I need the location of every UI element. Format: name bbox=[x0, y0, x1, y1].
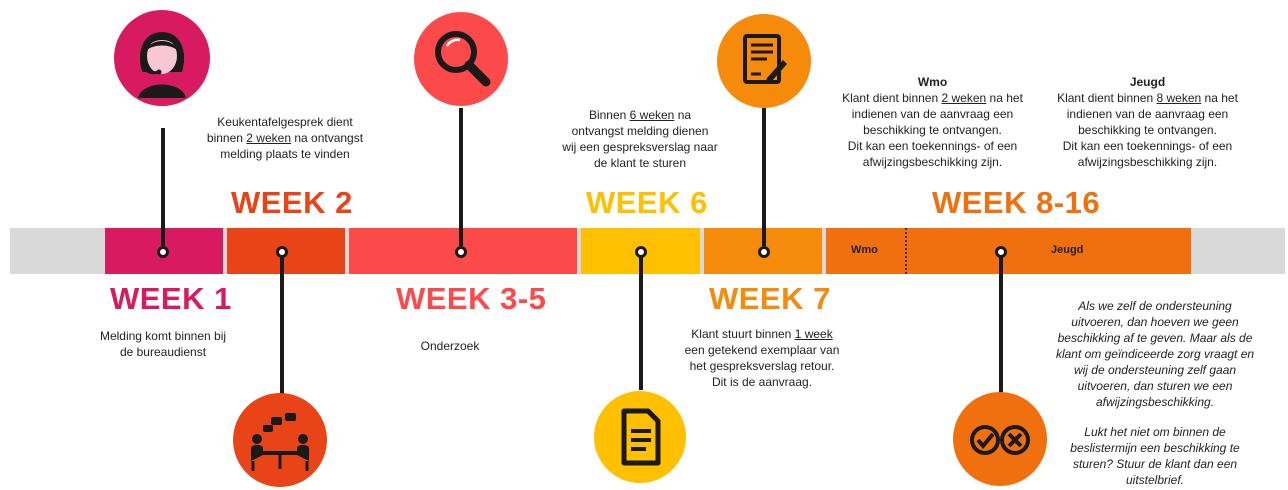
stem-week7 bbox=[762, 108, 766, 246]
heading-week6: WEEK 6 bbox=[586, 185, 708, 220]
description-jeugd: Jeugd Klant dient binnen 8 weken na het … bbox=[1057, 75, 1238, 169]
heading-week7: WEEK 7 bbox=[709, 281, 831, 316]
heading-week8-16: WEEK 8-16 bbox=[932, 185, 1101, 220]
meeting-table-icon bbox=[233, 393, 327, 487]
marker-week7 bbox=[758, 246, 770, 258]
headset-operator-icon bbox=[114, 10, 210, 106]
stem-week6 bbox=[639, 252, 643, 390]
description-wmo: Wmo Klant dient binnen 2 weken na het in… bbox=[842, 75, 1023, 169]
bar-label-jeugd: Jeugd bbox=[1051, 244, 1084, 256]
wmo-jeugd-divider bbox=[905, 228, 907, 274]
bar-label-wmo: Wmo bbox=[851, 244, 878, 256]
check-and-cross-icon bbox=[953, 392, 1047, 486]
heading-week2: WEEK 2 bbox=[231, 185, 353, 220]
signed-document-icon bbox=[717, 14, 811, 108]
description-week6: Binnen 6 weken na ontvangst melding dien… bbox=[562, 108, 718, 170]
description-week3-5: Onderzoek bbox=[420, 339, 480, 353]
marker-week2 bbox=[276, 246, 288, 258]
description-week2: Keukentafelgesprek dient binnen 2 weken … bbox=[206, 115, 364, 161]
segment-week8-16 bbox=[826, 228, 1191, 274]
stem-week2 bbox=[280, 252, 284, 400]
marker-week3-5 bbox=[455, 246, 467, 258]
description-week7: Klant stuurt binnen 1 week een getekend … bbox=[684, 327, 840, 389]
magnifier-icon bbox=[414, 12, 508, 106]
stem-week1 bbox=[161, 128, 165, 246]
stem-week3-5 bbox=[459, 108, 463, 246]
stem-week8-16 bbox=[999, 252, 1003, 394]
document-icon bbox=[594, 391, 686, 483]
description-week1: Melding komt binnen bij de bureaudienst bbox=[99, 329, 227, 359]
marker-week6 bbox=[635, 246, 647, 258]
heading-week1: WEEK 1 bbox=[110, 281, 232, 316]
heading-week3-5: WEEK 3-5 bbox=[396, 281, 547, 316]
marker-week1 bbox=[157, 246, 169, 258]
marker-week8-16 bbox=[995, 246, 1007, 258]
note-week8-16: Als we zelf de ondersteuning uitvoeren, … bbox=[1055, 299, 1255, 487]
